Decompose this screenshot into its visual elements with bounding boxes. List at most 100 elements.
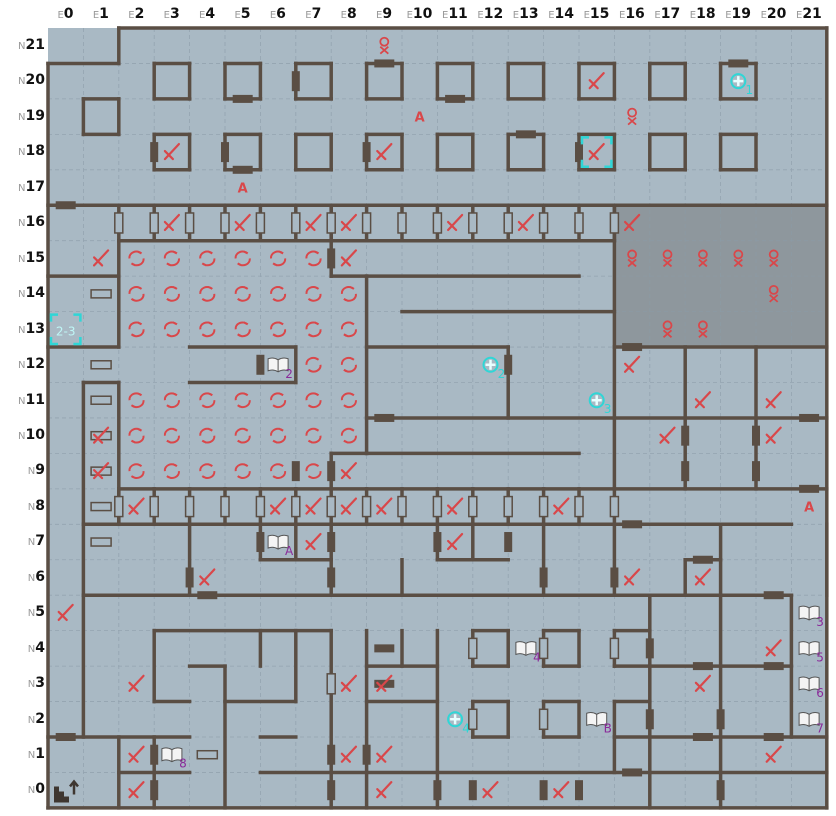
door[interactable] [692,733,713,741]
door[interactable] [538,212,549,234]
door[interactable] [763,662,784,671]
door[interactable] [432,212,443,234]
book-icon[interactable] [798,711,820,727]
door[interactable] [799,413,820,422]
door[interactable] [362,142,371,163]
book-icon[interactable] [267,357,289,373]
door[interactable] [609,212,620,234]
door[interactable] [220,212,230,234]
door[interactable] [692,662,713,671]
door[interactable] [291,461,300,482]
door[interactable] [255,495,266,518]
door[interactable] [197,591,218,600]
door[interactable] [326,212,336,234]
door[interactable] [515,130,536,139]
door[interactable] [468,637,478,660]
door[interactable] [150,780,159,801]
door[interactable] [622,520,643,529]
door[interactable] [114,212,124,234]
door[interactable] [504,354,513,375]
door[interactable] [716,780,725,801]
door[interactable] [90,395,112,405]
book-icon[interactable] [161,747,183,763]
door[interactable] [256,532,265,553]
door[interactable] [610,567,619,588]
door[interactable] [361,212,372,234]
teleport-icon[interactable] [482,356,499,373]
door[interactable] [645,638,654,659]
door[interactable] [574,495,584,518]
door[interactable] [256,354,265,375]
door[interactable] [468,780,477,801]
door[interactable] [763,733,784,741]
door[interactable] [327,780,336,801]
door[interactable] [763,591,784,600]
door[interactable] [374,59,395,68]
door[interactable] [55,201,76,210]
door[interactable] [374,644,395,653]
door[interactable] [291,212,301,234]
book-icon[interactable] [798,605,820,621]
door[interactable] [728,59,749,68]
door[interactable] [90,289,112,299]
door[interactable] [716,709,725,730]
door[interactable] [433,780,442,801]
door[interactable] [150,142,159,163]
door[interactable] [90,501,112,512]
teleport-icon[interactable] [588,392,605,409]
door[interactable] [539,780,548,801]
book-icon[interactable] [515,641,537,656]
book-icon[interactable] [798,676,820,692]
door[interactable] [681,461,690,482]
door[interactable] [114,495,124,518]
book-icon[interactable] [798,641,820,656]
door[interactable] [221,142,229,163]
book-icon[interactable] [267,534,289,550]
door[interactable] [291,71,300,92]
door[interactable] [232,165,253,174]
door[interactable] [220,495,230,518]
door[interactable] [327,567,336,588]
door[interactable] [326,673,336,695]
door[interactable] [504,532,513,553]
door[interactable] [90,537,112,547]
door[interactable] [622,343,643,352]
door[interactable] [645,709,654,730]
door[interactable] [150,744,159,765]
door[interactable] [539,567,548,588]
door[interactable] [575,780,583,801]
door[interactable] [184,495,195,518]
door[interactable] [468,212,478,234]
door[interactable] [361,495,372,518]
door[interactable] [503,212,513,234]
door[interactable] [575,142,583,163]
door[interactable] [432,495,443,518]
door[interactable] [433,532,442,553]
door[interactable] [90,360,112,370]
door[interactable] [327,461,336,482]
door[interactable] [397,212,407,234]
door[interactable] [609,637,620,660]
door[interactable] [185,567,194,588]
teleport-icon[interactable] [447,711,464,728]
door[interactable] [538,637,549,660]
door[interactable] [327,532,336,553]
door[interactable] [468,495,478,518]
door[interactable] [327,248,336,269]
door[interactable] [232,94,253,103]
door[interactable] [799,484,820,493]
door[interactable] [752,461,760,482]
door[interactable] [255,212,266,234]
door[interactable] [752,425,760,446]
door[interactable] [397,495,407,518]
door[interactable] [149,212,159,234]
teleport-icon[interactable] [730,73,747,90]
door[interactable] [327,744,336,765]
door[interactable] [503,495,513,518]
stairs-up-icon[interactable] [54,779,79,803]
door[interactable] [692,555,713,564]
door[interactable] [538,495,549,518]
door[interactable] [184,212,195,234]
door[interactable] [622,768,643,777]
